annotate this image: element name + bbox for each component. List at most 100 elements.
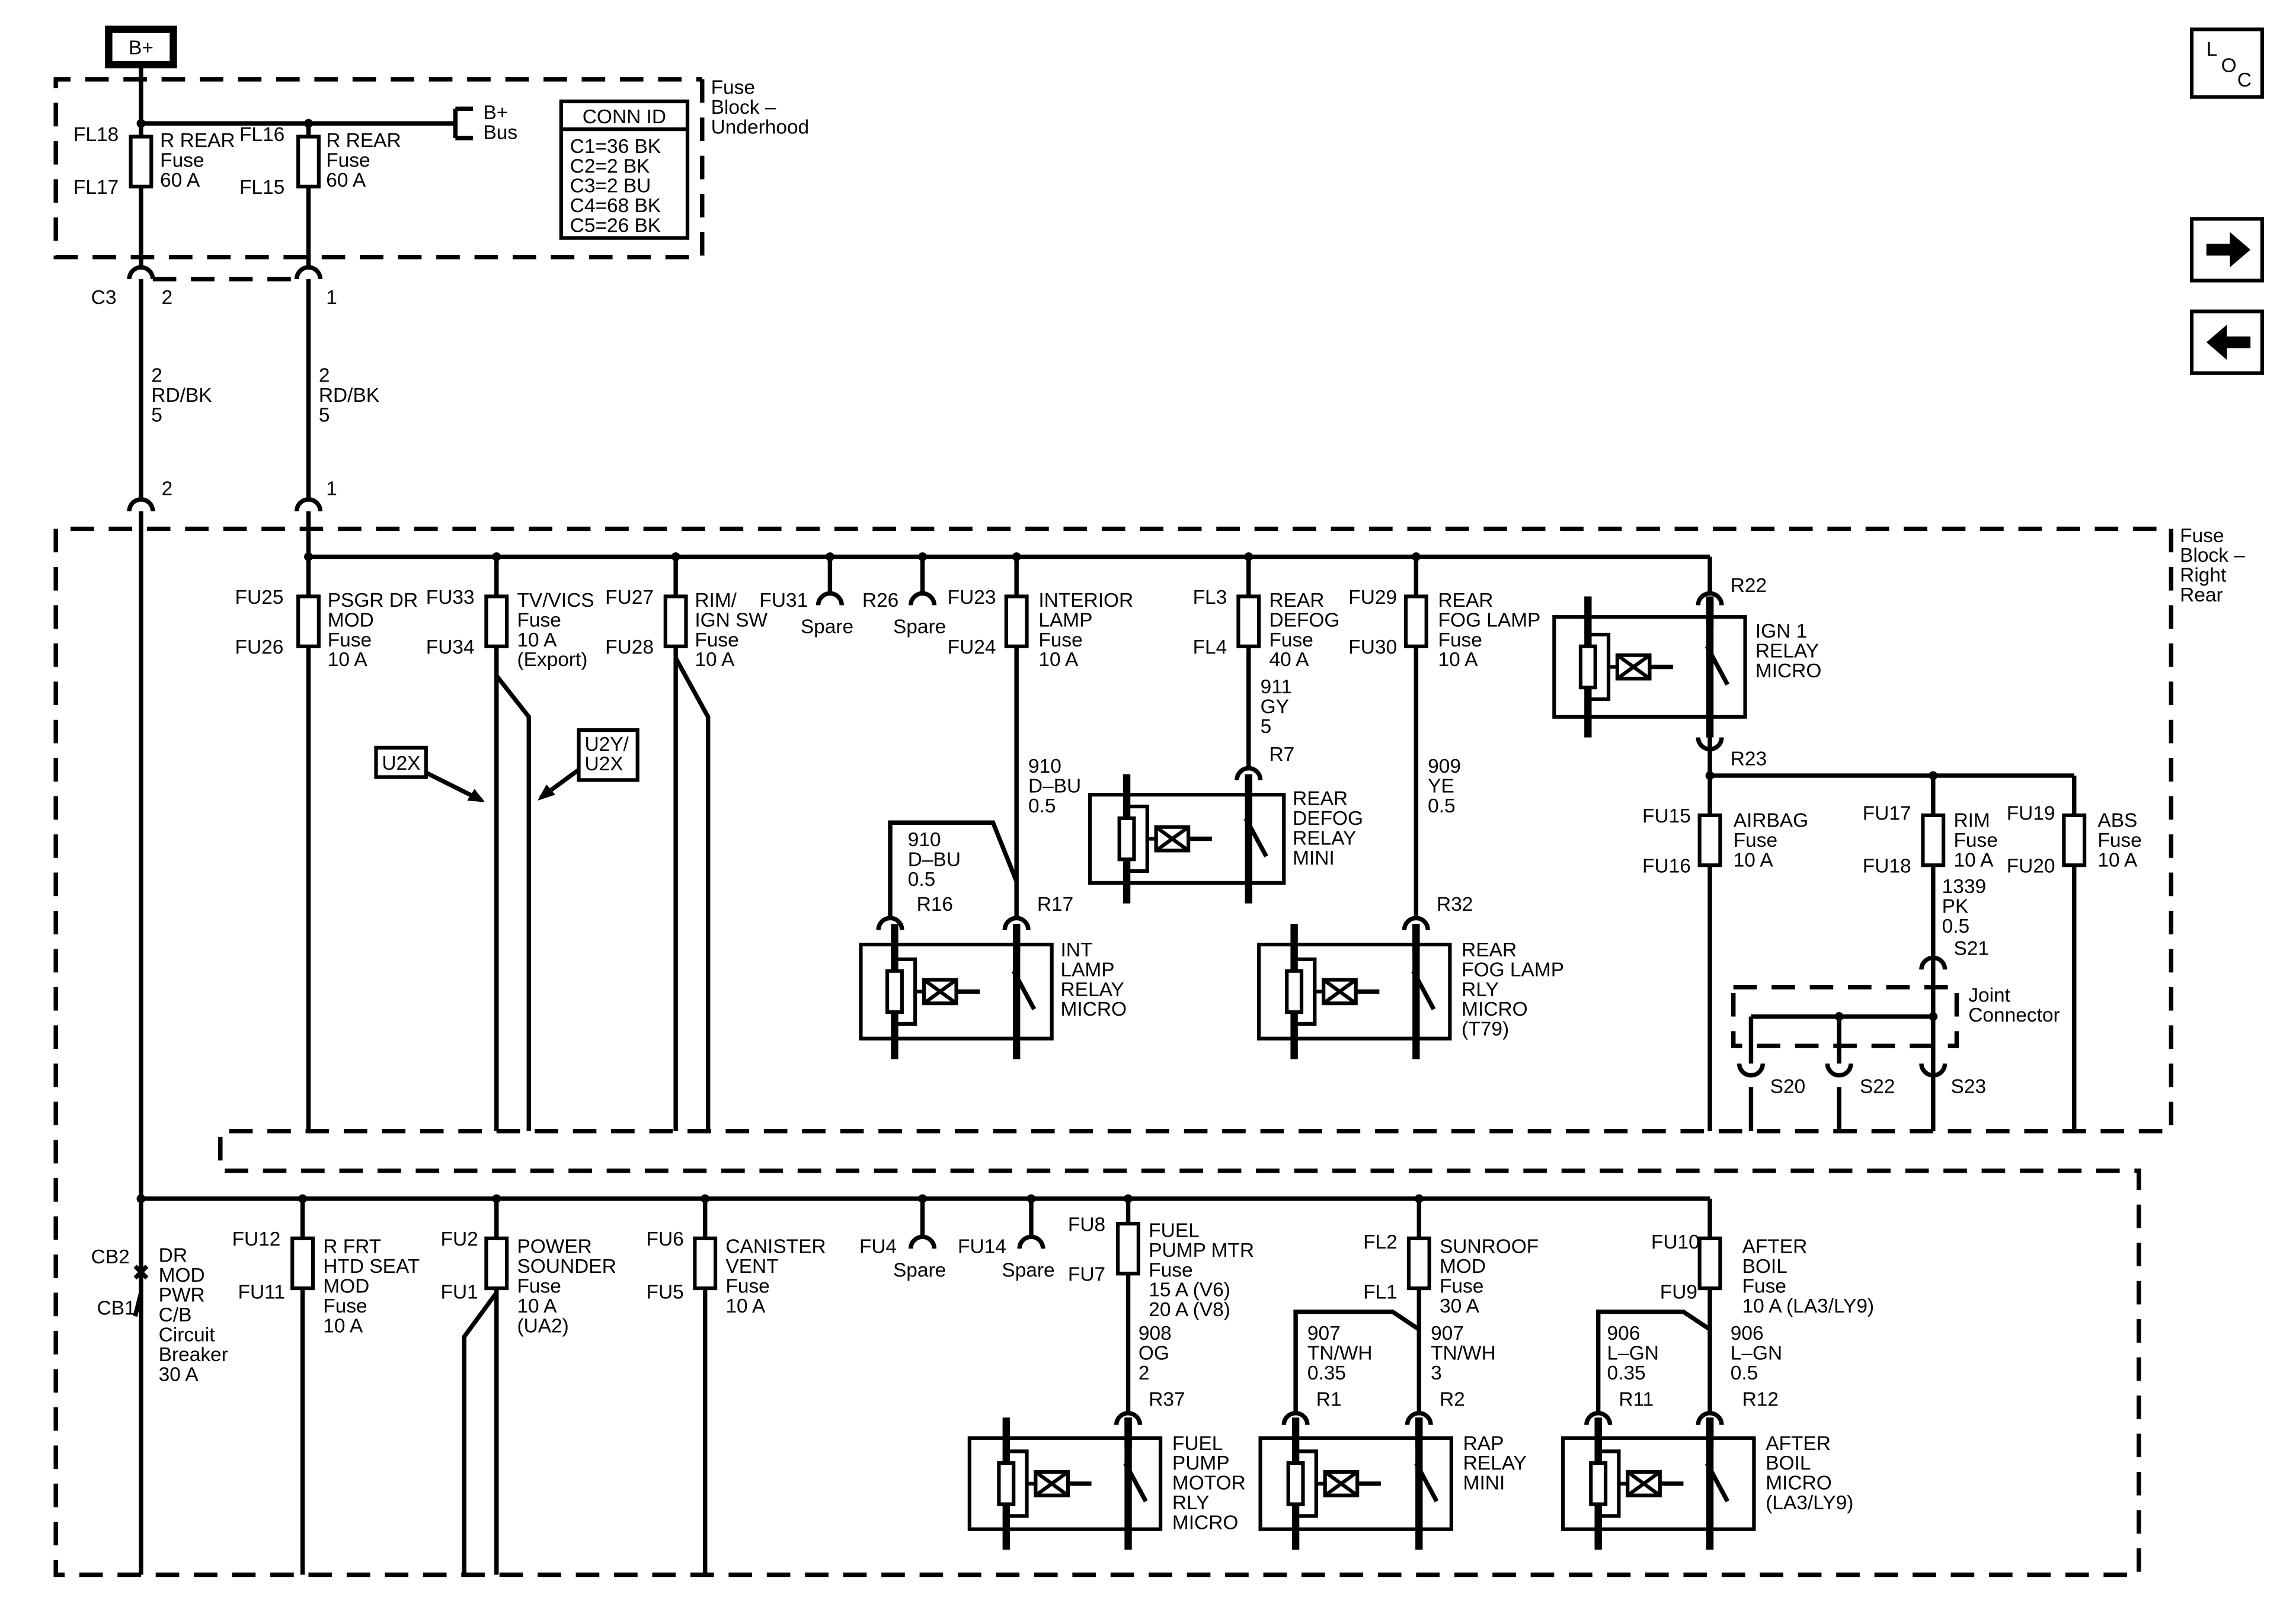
splice-id: S23 bbox=[1951, 1076, 1987, 1097]
underhood-label: Fuse bbox=[711, 77, 755, 99]
splice-dot bbox=[136, 1194, 146, 1204]
relay-resistor bbox=[1286, 1461, 1305, 1506]
relay-pin-id: R32 bbox=[1437, 894, 1473, 916]
relay-resistor bbox=[1285, 969, 1304, 1014]
wire-spec: 5 bbox=[151, 404, 162, 426]
relay-name: (T79) bbox=[1462, 1019, 1509, 1041]
fuse-id: R26 bbox=[862, 590, 898, 612]
fuse-fu17 bbox=[1921, 813, 1946, 868]
wire-spec: 910 bbox=[908, 829, 941, 851]
fuse-name: Fuse bbox=[1269, 629, 1313, 651]
fuse-name: RIM/ bbox=[695, 590, 737, 612]
relay-switch-arm bbox=[1414, 1462, 1439, 1503]
right-rear-label: Block – bbox=[2180, 545, 2245, 566]
breaker-name: 30 A bbox=[159, 1363, 199, 1385]
wire-spec: 2 bbox=[151, 365, 162, 387]
fuse-name: Fuse bbox=[323, 1295, 367, 1317]
wire-spec: YE bbox=[1428, 775, 1454, 797]
terminal bbox=[1696, 591, 1724, 606]
fuse-id: FL2 bbox=[1363, 1231, 1398, 1253]
breaker-name: DR bbox=[159, 1244, 187, 1266]
relay-switch-arm bbox=[1411, 969, 1436, 1010]
relay-pin-id: R12 bbox=[1742, 1388, 1779, 1410]
fuse-name: 40 A bbox=[1269, 649, 1309, 671]
pin-number: 2 bbox=[162, 287, 173, 309]
wire-spec: 0.5 bbox=[1428, 795, 1456, 817]
wire-spec: 907 bbox=[1307, 1323, 1341, 1345]
relay-name: RAP bbox=[1463, 1433, 1504, 1455]
terminal bbox=[1825, 1063, 1853, 1078]
conn-id-row: C4=68 BK bbox=[570, 195, 661, 217]
fuse-name: Fuse bbox=[1953, 830, 1997, 852]
fuse-id: FL18 bbox=[73, 124, 119, 146]
loc-icon-button[interactable]: LOC bbox=[2189, 27, 2265, 99]
fuse-name: AIRBAG bbox=[1734, 810, 1808, 832]
fuse-id: FU23 bbox=[948, 587, 996, 609]
terminal bbox=[1584, 1411, 1613, 1425]
bus-label: B+ bbox=[483, 102, 508, 124]
ign1-relay bbox=[1552, 596, 1747, 738]
relay-resistor bbox=[1589, 1461, 1608, 1506]
terminal bbox=[816, 591, 844, 606]
relay-name: MICRO bbox=[1172, 1512, 1238, 1534]
fuse-fl18 bbox=[129, 135, 154, 188]
splice-dot bbox=[1929, 1012, 1938, 1021]
fuse-fu10 bbox=[1697, 1236, 1722, 1291]
fuse-id: FU14 bbox=[958, 1236, 1006, 1258]
underhood-outline bbox=[53, 77, 705, 260]
fuse-name: 10 A bbox=[1438, 649, 1479, 671]
relay-switch-arm bbox=[1705, 645, 1730, 686]
relay-name: MOTOR bbox=[1172, 1473, 1246, 1494]
fuse-id: FU8 bbox=[1068, 1214, 1105, 1235]
fuse-name: 10 A bbox=[1734, 850, 1774, 872]
fuse-name: AFTER bbox=[1742, 1236, 1808, 1258]
splice-id: S22 bbox=[1860, 1076, 1895, 1097]
fuse-name: MOD bbox=[323, 1276, 369, 1298]
fuse-name: Fuse bbox=[1742, 1276, 1786, 1298]
relay-name: FUEL bbox=[1172, 1433, 1223, 1455]
wire-spec: L–GN bbox=[1731, 1342, 1782, 1364]
relay-coil-x bbox=[1616, 654, 1651, 680]
fuse-name: 10 A bbox=[328, 649, 368, 671]
fuse-name: PSGR DR bbox=[328, 590, 418, 612]
battery-terminal: B+ bbox=[105, 25, 177, 124]
next-arrow-button[interactable] bbox=[2189, 217, 2265, 283]
fuse-id: FU28 bbox=[605, 636, 654, 658]
fuse-name: 10 A bbox=[517, 1295, 557, 1317]
relay-coil-x bbox=[1626, 1470, 1661, 1497]
wire-spec: L–GN bbox=[1607, 1342, 1659, 1364]
fuse-id: FL15 bbox=[239, 177, 284, 199]
breaker-name: C/B bbox=[159, 1304, 192, 1326]
wire-spec: 908 bbox=[1139, 1323, 1172, 1345]
relay-name: MINI bbox=[1463, 1473, 1505, 1494]
terminal bbox=[1405, 1411, 1433, 1425]
fuse-name: ABS bbox=[2097, 810, 2137, 832]
fuse-id: FU1 bbox=[441, 1281, 478, 1303]
joint-label: Connector bbox=[1968, 1004, 2060, 1026]
relay-resistor bbox=[885, 969, 904, 1014]
fuse-id: FU11 bbox=[238, 1281, 285, 1303]
fuse-name: Fuse bbox=[517, 609, 561, 631]
joint-label: Joint bbox=[1968, 985, 2010, 1007]
wire-spec: D–BU bbox=[908, 849, 961, 870]
relay-pin-id: R16 bbox=[917, 894, 953, 916]
circuit-breaker-arm bbox=[133, 1292, 143, 1317]
fuse-id: FU16 bbox=[1642, 856, 1691, 878]
fuse-name: 60 A bbox=[160, 169, 200, 191]
fuse-fl3 bbox=[1236, 594, 1261, 648]
terminal bbox=[908, 591, 937, 606]
relay-name: RELAY bbox=[1293, 827, 1356, 849]
relay-name: PUMP bbox=[1172, 1452, 1230, 1474]
fuse-name: 15 A (V6) bbox=[1149, 1279, 1230, 1301]
terminal bbox=[1235, 766, 1263, 780]
wire bbox=[888, 820, 1019, 918]
breaker-name: Circuit bbox=[159, 1324, 215, 1346]
relay-resistor bbox=[997, 1461, 1016, 1506]
prev-arrow-button[interactable] bbox=[2189, 309, 2265, 375]
fuse-name: SOUNDER bbox=[517, 1256, 616, 1278]
fuse-id: FU26 bbox=[235, 636, 284, 658]
relay-coil-x bbox=[1323, 1470, 1359, 1497]
fuse-name: Fuse bbox=[725, 1276, 769, 1298]
wire-spec: 0.35 bbox=[1607, 1362, 1646, 1384]
terminal bbox=[1919, 1063, 1948, 1078]
